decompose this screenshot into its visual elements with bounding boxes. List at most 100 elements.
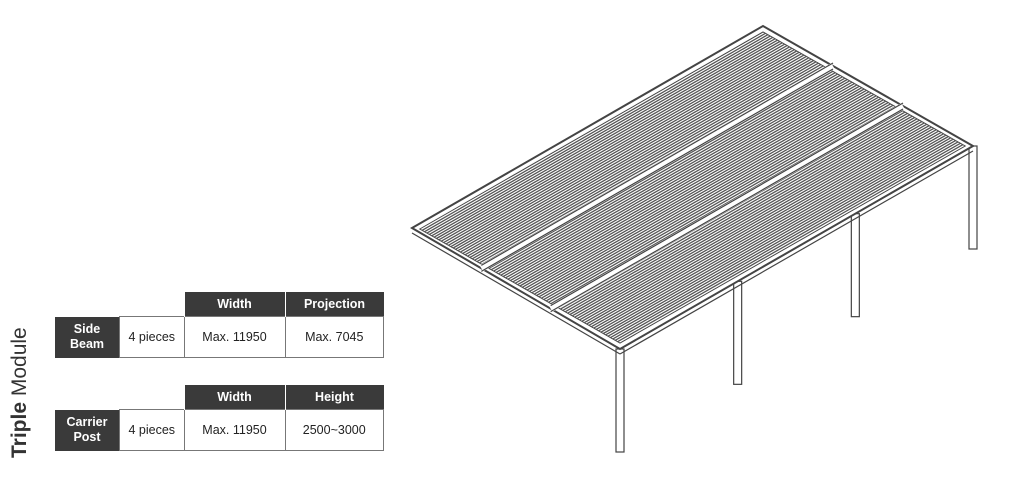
louver-slat	[576, 121, 923, 320]
module-beam-gap-2	[548, 102, 905, 312]
carrier-post-header-height: Height	[284, 385, 384, 410]
louver-slat	[533, 96, 879, 295]
louver-slat	[548, 104, 894, 303]
louver-slat	[536, 97, 882, 297]
louver-slat	[569, 116, 915, 316]
louver-slat	[545, 103, 891, 302]
louver-slat	[459, 54, 805, 253]
louver-slat	[617, 144, 964, 343]
louver-slat	[602, 135, 949, 335]
louver-slat	[583, 125, 930, 324]
louver-slat	[502, 78, 848, 278]
louver-slat	[600, 134, 947, 333]
louver-slat	[495, 74, 841, 273]
louver-slat	[479, 65, 824, 264]
module-beam-edge-b-1	[481, 68, 834, 272]
louver-slat	[543, 102, 889, 301]
louver-slat	[529, 93, 875, 292]
louver-slat	[469, 59, 814, 259]
louver-slat	[567, 115, 913, 314]
front-fascia	[411, 232, 621, 355]
louver-slat	[572, 118, 918, 317]
louver-slat	[431, 38, 776, 237]
louver-slat	[595, 131, 942, 330]
louver-slat	[564, 114, 911, 313]
carrier-post-height: 2500~3000	[284, 409, 384, 451]
louver-slat	[524, 91, 870, 290]
louver-slat	[433, 39, 778, 238]
louver-slat	[538, 99, 884, 298]
louver-slat	[593, 130, 940, 329]
louver-slat	[500, 77, 846, 276]
louver-slat	[452, 50, 798, 249]
louver-slat	[519, 88, 865, 287]
louver-slat	[541, 100, 887, 299]
louver-slat	[429, 36, 773, 235]
carrier-post-label: Carrier Post	[55, 409, 120, 451]
louver-slat	[467, 58, 812, 257]
carrier-post-header-width: Width	[183, 385, 285, 410]
louver-slat	[424, 34, 769, 233]
louver-slat	[488, 70, 834, 269]
louver-slat	[505, 80, 850, 279]
louver-slat	[517, 87, 863, 286]
louver-slat	[598, 133, 944, 332]
carrier-post-table: Width Height Carrier Post 4 pieces Max. …	[55, 385, 384, 451]
louver-slat	[531, 95, 877, 294]
louver-slat	[426, 35, 771, 234]
louver-slat	[440, 43, 785, 242]
louver-slat	[421, 32, 766, 231]
post-front-left	[615, 348, 625, 453]
louver-slat	[521, 89, 867, 288]
post-front-right	[968, 145, 978, 250]
louver-slat	[579, 122, 925, 321]
side-beam-table: Width Projection Side Beam 4 pieces Max.…	[55, 292, 384, 358]
louver-slat	[612, 141, 959, 340]
louver-slat	[455, 51, 800, 250]
louver-slat	[526, 92, 872, 291]
louver-slat	[450, 49, 795, 248]
louver-slat	[493, 73, 838, 272]
louver-slat	[605, 137, 952, 336]
louver-slat	[498, 76, 843, 275]
louver-slat	[436, 40, 781, 240]
louver-slat	[588, 127, 935, 326]
side-beam-width: Max. 11950	[183, 316, 286, 358]
louver-slat	[514, 85, 860, 284]
side-beam-label: Side Beam	[55, 316, 120, 358]
louver-slat	[610, 140, 956, 339]
louver-slat	[474, 62, 819, 261]
louver-slat	[591, 129, 937, 328]
louver-slat	[445, 46, 790, 245]
louver-slat	[607, 138, 954, 337]
louver-slat	[490, 72, 836, 271]
louver-slat	[614, 142, 961, 341]
louver-slat	[586, 126, 932, 325]
louver-slat	[510, 83, 855, 282]
louver-slat	[581, 123, 928, 322]
louver-slat	[476, 64, 822, 263]
carrier-post-count: 4 pieces	[119, 409, 185, 451]
louver-slat	[560, 111, 906, 310]
side-beam-header-projection: Projection	[284, 292, 384, 317]
side-fascia	[619, 150, 974, 355]
side-beam-header-width: Width	[183, 292, 285, 317]
carrier-post-width: Max. 11950	[183, 409, 286, 451]
louver-slat	[464, 57, 810, 256]
louver-slat	[507, 81, 853, 280]
louver-slat	[457, 53, 802, 252]
louver-slat	[448, 47, 793, 246]
louver-slat	[512, 84, 858, 283]
module-beam-edge-a-2	[550, 102, 904, 307]
post-front-mid2	[850, 213, 860, 318]
pergola-roof	[410, 24, 976, 355]
post-front-mid1	[733, 280, 743, 385]
louver-slat	[462, 55, 807, 254]
louver-slat	[438, 42, 783, 241]
module-beam-edge-b-2	[550, 108, 904, 313]
louver-slat	[562, 112, 908, 311]
louver-slat	[574, 119, 920, 318]
side-beam-projection: Max. 7045	[284, 316, 384, 358]
louver-slat	[443, 45, 788, 244]
